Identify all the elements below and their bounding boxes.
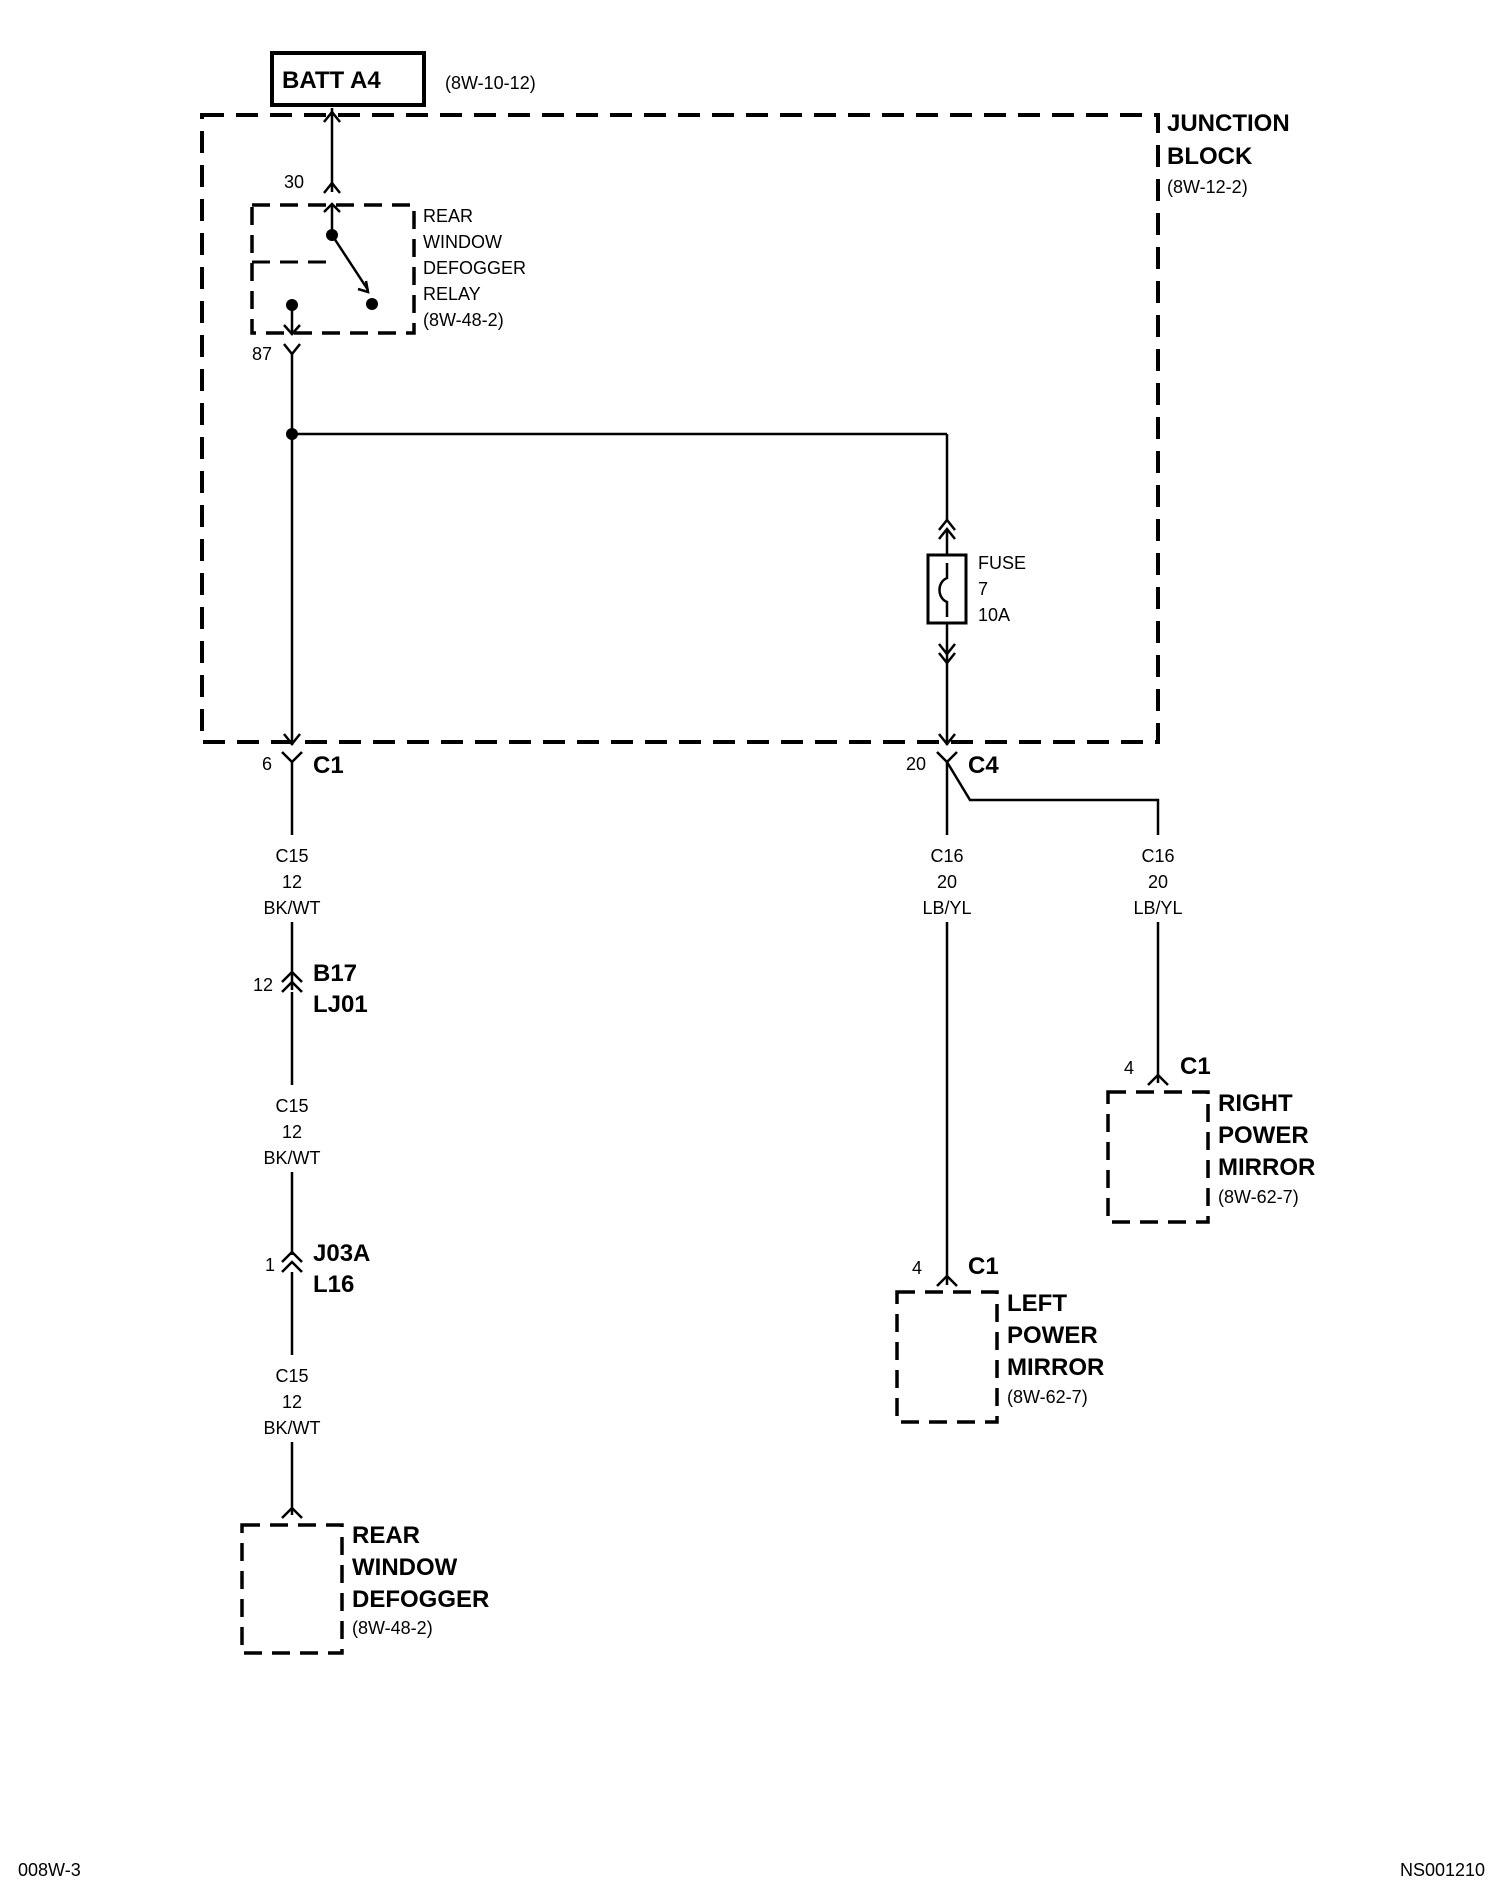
wire-c15-gauge-2: 12 — [282, 1122, 302, 1142]
wire-c15-circuit-3: C15 — [275, 1366, 308, 1386]
left-mirror-label-1: LEFT — [1007, 1290, 1067, 1317]
fuse-label-3: 10A — [978, 605, 1010, 625]
connector-c1: 6 C1 — [262, 751, 344, 835]
defogger-ref: (8W-48-2) — [352, 1618, 433, 1638]
junction-block-ref: (8W-12-2) — [1167, 177, 1248, 197]
relay-pin-30: 30 — [284, 172, 304, 192]
wire-c15-color-3: BK/WT — [264, 1418, 321, 1438]
defogger-label-2: WINDOW — [352, 1554, 458, 1581]
left-mirror-conn: C1 — [968, 1253, 999, 1280]
connector-c4: 20 C4 — [906, 751, 1160, 835]
relay-label-4: RELAY — [423, 284, 481, 304]
wire-c16-left-gauge: 20 — [937, 872, 957, 892]
wire-c15-circuit: C15 — [275, 846, 308, 866]
left-mirror-label-3: MIRROR — [1007, 1354, 1104, 1381]
junction-block-title-2: BLOCK — [1167, 143, 1253, 170]
relay-label-3: DEFOGGER — [423, 258, 526, 278]
defogger-label-1: REAR — [352, 1522, 420, 1549]
relay: REAR WINDOW DEFOGGER RELAY (8W-48-2) 87 — [250, 202, 526, 364]
wire-c16-right-gauge: 20 — [1148, 872, 1168, 892]
defogger-label-3: DEFOGGER — [352, 1586, 489, 1613]
left-mirror-label-2: POWER — [1007, 1322, 1098, 1349]
wire-c15-color: BK/WT — [264, 898, 321, 918]
wire-c15-segment-1: C15 12 BK/WT — [264, 846, 321, 990]
connector-c1-name: C1 — [313, 752, 344, 779]
right-mirror-ref: (8W-62-7) — [1218, 1187, 1299, 1207]
wire-c16-right: C16 20 LB/YL — [1133, 846, 1183, 1086]
splice-b17-pin: 12 — [253, 975, 273, 995]
left-mirror-pin: 4 — [912, 1258, 922, 1278]
battery-wire: 30 — [284, 108, 341, 194]
junction-block-title-1: JUNCTION — [1167, 110, 1290, 137]
connector-c4-name: C4 — [968, 752, 999, 779]
relay-pin-87: 87 — [252, 344, 272, 364]
left-mirror-ref: (8W-62-7) — [1007, 1387, 1088, 1407]
right-mirror-label-3: MIRROR — [1218, 1154, 1315, 1181]
right-mirror-label-2: POWER — [1218, 1122, 1309, 1149]
relay-ref: (8W-48-2) — [423, 310, 504, 330]
fuse-label-2: 7 — [978, 579, 988, 599]
splice-j03a-label-1: J03A — [313, 1240, 370, 1267]
rear-window-defogger: REAR WINDOW DEFOGGER (8W-48-2) — [240, 1522, 489, 1655]
battery-feed: BATT A4 (8W-10-12) — [270, 51, 536, 107]
wire-c15-segment-3: C15 12 BK/WT — [264, 1366, 321, 1519]
splice-j03a-label-2: L16 — [313, 1271, 354, 1298]
left-power-mirror: 4 C1 LEFT POWER MIRROR (8W-62-7) — [895, 1253, 1104, 1424]
wire-c16-right-color: LB/YL — [1133, 898, 1182, 918]
footer-right: NS001210 — [1400, 1860, 1485, 1880]
relay-label-1: REAR — [423, 206, 473, 226]
relay-output-wire — [283, 352, 949, 747]
junction-block: JUNCTION BLOCK (8W-12-2) — [200, 110, 1290, 744]
wire-c16-left-color: LB/YL — [922, 898, 971, 918]
splice-b17: 12 B17 LJ01 — [253, 960, 368, 1085]
right-power-mirror: 4 C1 RIGHT POWER MIRROR (8W-62-7) — [1106, 1053, 1315, 1224]
wire-c15-color-2: BK/WT — [264, 1148, 321, 1168]
splice-b17-label-1: B17 — [313, 960, 357, 987]
right-mirror-conn: C1 — [1180, 1053, 1211, 1080]
wire-c15-circuit-2: C15 — [275, 1096, 308, 1116]
splice-b17-label-2: LJ01 — [313, 991, 368, 1018]
splice-j03a-pin: 1 — [265, 1255, 275, 1275]
wire-c16-left-circuit: C16 — [930, 846, 963, 866]
battery-label: BATT A4 — [282, 67, 381, 94]
wire-c15-gauge: 12 — [282, 872, 302, 892]
fuse-label-1: FUSE — [978, 553, 1026, 573]
connector-c1-pin: 6 — [262, 754, 272, 774]
wire-c16-right-circuit: C16 — [1141, 846, 1174, 866]
splice-j03a: 1 J03A L16 — [265, 1240, 370, 1355]
battery-ref: (8W-10-12) — [445, 73, 536, 93]
wire-c16-left: C16 20 LB/YL — [922, 846, 972, 1287]
wire-c15-gauge-3: 12 — [282, 1392, 302, 1412]
wire-c15-segment-2: C15 12 BK/WT — [264, 1096, 321, 1255]
right-mirror-pin: 4 — [1124, 1058, 1134, 1078]
connector-c4-pin: 20 — [906, 754, 926, 774]
footer-left: 008W-3 — [18, 1860, 81, 1880]
relay-label-2: WINDOW — [423, 232, 502, 252]
fuse: FUSE 7 10A — [926, 517, 1026, 747]
right-mirror-label-1: RIGHT — [1218, 1090, 1293, 1117]
